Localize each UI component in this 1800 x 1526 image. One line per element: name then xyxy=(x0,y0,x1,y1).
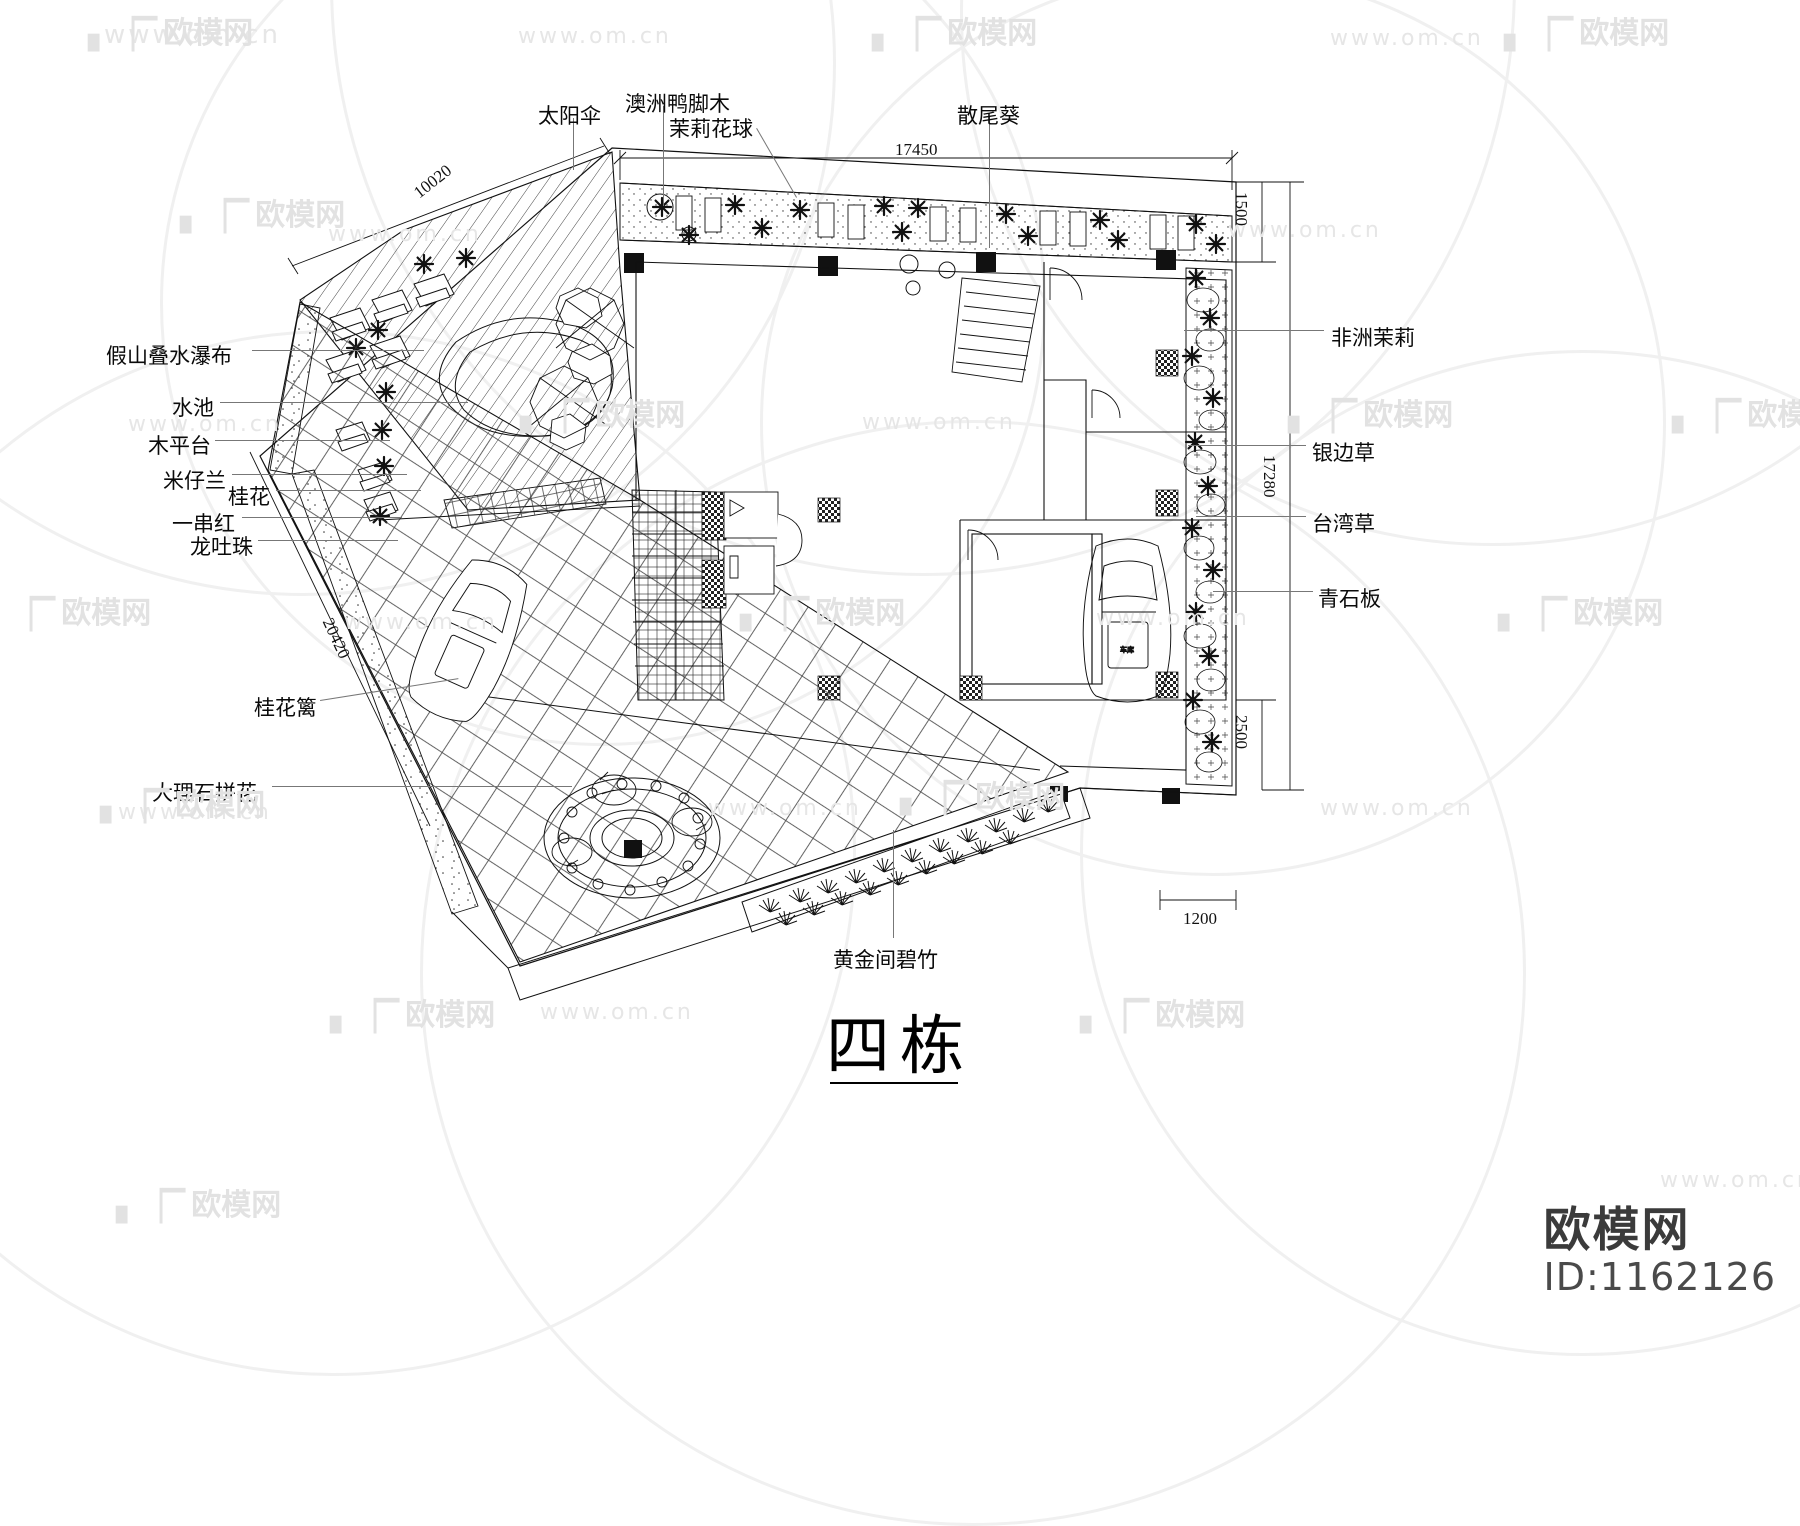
leader-marble xyxy=(272,786,572,787)
leader-deck xyxy=(215,440,390,441)
label-sun-umbrella: 太阳伞 xyxy=(538,104,601,128)
svg-text:车库: 车库 xyxy=(1120,645,1134,654)
leader-rockery xyxy=(252,350,424,351)
label-taiwan-grass: 台湾草 xyxy=(1312,512,1375,536)
dimension-17280: 17280 xyxy=(1260,455,1279,498)
leader-bamboo xyxy=(893,830,894,938)
leader-areca xyxy=(989,116,990,248)
dimension-2500: 2500 xyxy=(1232,715,1251,749)
leader-schefflera xyxy=(663,106,664,206)
logo-brand: 欧模网 xyxy=(1543,1202,1691,1258)
site-plan-drawing: 车库 xyxy=(249,137,1304,1001)
leader-aglaia xyxy=(232,474,407,475)
leader-osmanthus xyxy=(276,490,421,491)
leader-pond xyxy=(220,402,468,403)
label-areca-palm: 散尾葵 xyxy=(957,104,1020,128)
title-underline xyxy=(830,1082,958,1084)
leader-liriope xyxy=(1188,445,1306,446)
label-osmanthus: 桂花 xyxy=(228,485,270,509)
leader-salvia xyxy=(242,517,402,518)
label-bluestone-slab: 青石板 xyxy=(1318,587,1381,611)
label-golden-green-bamboo: 黄金间碧竹 xyxy=(833,948,938,972)
label-wood-deck: 木平台 xyxy=(148,434,211,458)
dimension-1500: 1500 xyxy=(1232,192,1251,226)
label-australian-schefflera: 澳洲鸭脚木 xyxy=(625,92,730,116)
logo-id: ID:1162126 xyxy=(1543,1255,1776,1299)
site-logo[interactable]: 欧模网 ID:1162126 xyxy=(1543,1202,1776,1299)
dimension-1200: 1200 xyxy=(1183,909,1217,928)
label-osmanthus-hedge: 桂花篱 xyxy=(254,696,317,720)
label-marble-inlay: 大理石拼花 xyxy=(152,781,257,805)
leader-african xyxy=(1184,330,1324,331)
drawing-title: 四栋 xyxy=(826,1011,974,1082)
label-aglaia-odorata: 米仔兰 xyxy=(163,469,226,493)
label-salvia-splendens: 一串红 xyxy=(172,512,235,536)
leader-taiwan xyxy=(1196,516,1306,517)
label-clerodendrum: 龙吐珠 xyxy=(190,535,253,559)
leader-clero xyxy=(258,540,398,541)
label-jasmine-ball: 茉莉花球 xyxy=(669,117,753,141)
label-pond: 水池 xyxy=(172,396,214,420)
dimension-17450: 17450 xyxy=(895,140,938,159)
leader-bluestone xyxy=(1213,591,1313,592)
label-rockery-waterfall: 假山叠水瀑布 xyxy=(106,344,232,368)
label-african-jasmine: 非洲茉莉 xyxy=(1331,326,1415,350)
label-liriope-variegata: 银边草 xyxy=(1312,441,1375,465)
